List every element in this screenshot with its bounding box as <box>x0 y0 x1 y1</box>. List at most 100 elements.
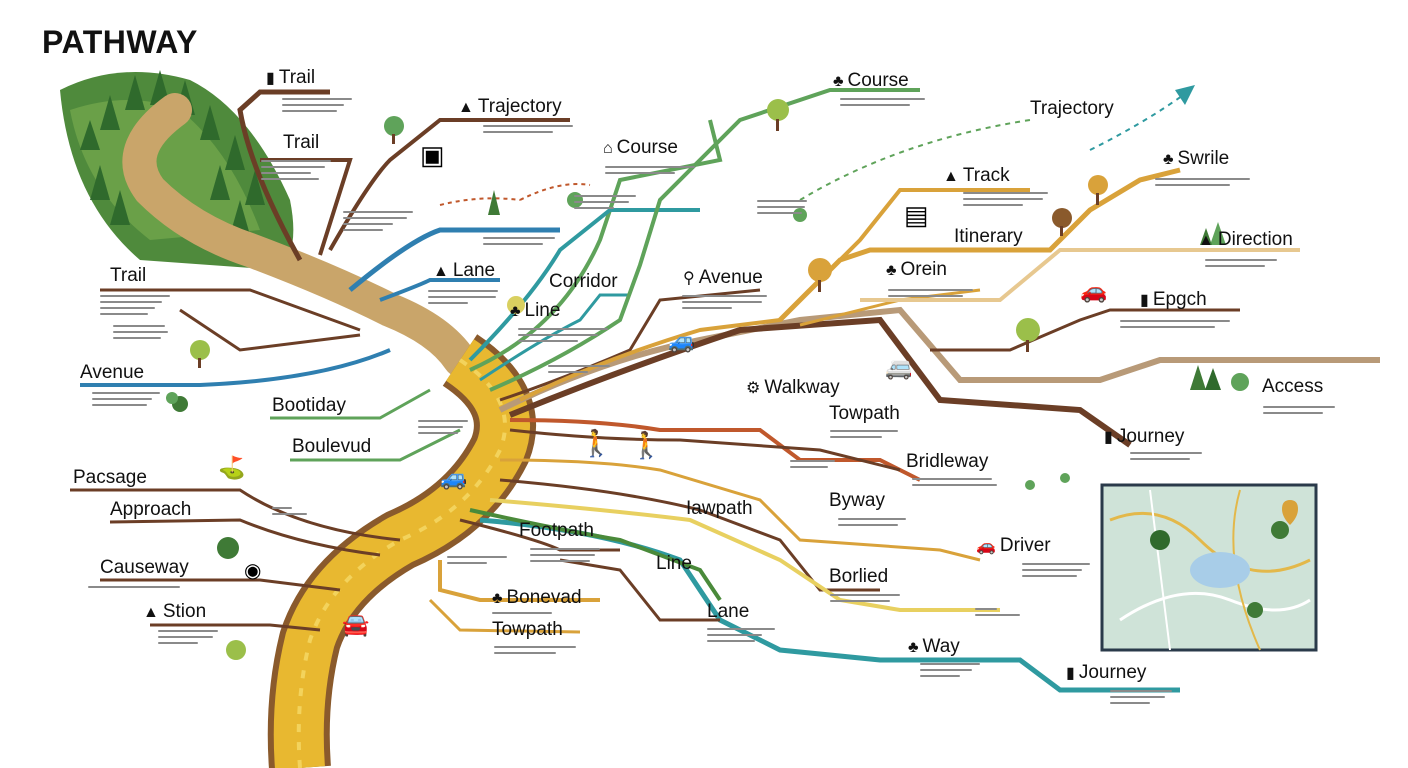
description-placeholder <box>1263 406 1353 418</box>
node-label-avenue-1: ⚲Avenue <box>683 267 763 288</box>
node-label-epgch: ▮Epgch <box>1140 289 1207 310</box>
tree-icon: ♣ <box>908 639 919 656</box>
description-placeholder <box>840 98 930 110</box>
node-label-bonevad: ♣Bonevad <box>492 587 582 608</box>
node-label-direction: ▲Direction <box>1198 229 1293 250</box>
description-placeholder <box>920 663 1010 681</box>
left-branches <box>70 89 570 632</box>
description-placeholder <box>483 237 573 249</box>
tree-icon: ♣ <box>833 73 844 90</box>
description-placeholder <box>830 594 920 606</box>
node-label-causeway: Causeway <box>100 557 189 578</box>
page-title: PATHWAY <box>42 24 198 60</box>
node-label-trajectory-2: Trajectory <box>1030 98 1114 119</box>
description-placeholder <box>1205 259 1295 271</box>
tree-icon: ♣ <box>510 303 521 320</box>
description-placeholder <box>830 430 920 442</box>
node-label-lane-2: Lane <box>707 601 750 622</box>
tree-icon: ♣ <box>1163 151 1174 168</box>
node-label-journey-1: ▮Journey <box>1104 426 1185 447</box>
node-label-stion: ▲Stion <box>143 601 207 622</box>
pine-tree-icon: ▲ <box>433 263 449 280</box>
node-label-swrile: ♣Swrile <box>1163 148 1230 169</box>
description-placeholder <box>1022 563 1112 581</box>
description-placeholder <box>963 192 1053 210</box>
description-placeholder <box>682 295 772 313</box>
pine-tree-icon: ▲ <box>458 99 474 116</box>
node-label-borlied: Borlied <box>829 566 889 587</box>
description-placeholder <box>548 365 638 377</box>
node-label-boulevud: Boulevud <box>292 436 372 457</box>
signpost-icon: ◉ <box>244 560 262 582</box>
node-label-access: Access <box>1262 376 1324 397</box>
building-icon: ▮ <box>1066 665 1075 682</box>
node-label-trajectory-1: ▲Trajectory <box>458 96 562 117</box>
description-placeholder <box>272 507 362 519</box>
car-icon: 🚙 <box>440 465 468 490</box>
description-placeholder <box>518 328 608 346</box>
description-placeholder <box>530 548 620 566</box>
node-label-line-2: Line <box>656 553 692 574</box>
description-placeholder <box>492 612 582 618</box>
node-label-bootiday: Bootiday <box>272 395 346 416</box>
book-icon: ▮ <box>266 70 275 87</box>
description-placeholder <box>912 478 1002 490</box>
node-label-footpath: Footpath <box>519 520 594 541</box>
car-icon: 🚐 <box>885 355 913 380</box>
description-placeholder <box>418 420 508 438</box>
description-placeholder <box>158 630 248 648</box>
description-placeholder <box>113 325 203 343</box>
node-label-itinerary: Itinerary <box>954 226 1023 247</box>
description-placeholder <box>100 295 190 319</box>
description-placeholder <box>757 200 847 218</box>
dirt-trail <box>122 93 477 377</box>
description-placeholder <box>1130 452 1220 464</box>
description-placeholder <box>1120 320 1230 332</box>
node-label-byway: Byway <box>829 490 885 511</box>
description-placeholder <box>1110 690 1200 708</box>
right-branches <box>428 88 1380 693</box>
node-label-corridor: Corridor <box>549 271 618 292</box>
node-label-trail-3: Trail <box>110 265 147 286</box>
signpost-icon: ⛳ <box>218 455 246 480</box>
description-placeholder <box>888 289 978 301</box>
node-label-course-1: ⌂Course <box>603 137 678 158</box>
node-label-driver: 🚗Driver <box>976 535 1051 556</box>
pine-tree-icon: ▲ <box>943 168 959 185</box>
house-icon: ⌂ <box>603 140 613 157</box>
node-label-lane-1: ▲Lane <box>433 260 496 281</box>
node-label-trail-1: ▮Trail <box>266 67 316 88</box>
description-placeholder <box>343 211 433 235</box>
search-icon: ⚲ <box>683 270 695 287</box>
description-placeholder <box>1155 178 1250 190</box>
car-icon: 🚘 <box>342 612 370 637</box>
walker-icon: 🚶 <box>630 430 663 460</box>
node-label-line-1: ♣Line <box>510 300 561 321</box>
description-placeholder <box>605 166 695 178</box>
node-label-course-2: ♣Course <box>833 70 909 91</box>
node-label-trail-2: Trail <box>283 132 320 153</box>
forest-hill <box>60 70 294 270</box>
tree-icon: ♣ <box>886 262 897 279</box>
description-placeholder <box>975 608 1065 620</box>
box-icon: ▣ <box>420 140 445 170</box>
book-icon: ▤ <box>904 200 929 230</box>
node-label-bridleway: Bridleway <box>906 451 989 472</box>
description-placeholder <box>88 586 180 592</box>
node-label-way: ♣Way <box>908 636 960 657</box>
map-inset <box>1100 483 1318 652</box>
description-placeholder <box>447 556 537 568</box>
trajectory-arrow <box>799 119 1031 201</box>
pine-tree-icon: ▲ <box>1198 232 1214 249</box>
car-icon: 🚗 <box>976 538 996 555</box>
node-label-approach: Approach <box>110 499 192 520</box>
node-label-orein: ♣Orein <box>886 259 947 280</box>
description-placeholder <box>483 125 573 137</box>
node-label-towpath-1: Towpath <box>829 403 900 424</box>
description-placeholder <box>707 628 797 646</box>
description-placeholder <box>428 290 518 308</box>
car-icon: 🚙 <box>668 328 696 353</box>
tree-icon: ♣ <box>492 590 503 607</box>
node-label-walkway: ⚙Walkway <box>746 377 840 398</box>
